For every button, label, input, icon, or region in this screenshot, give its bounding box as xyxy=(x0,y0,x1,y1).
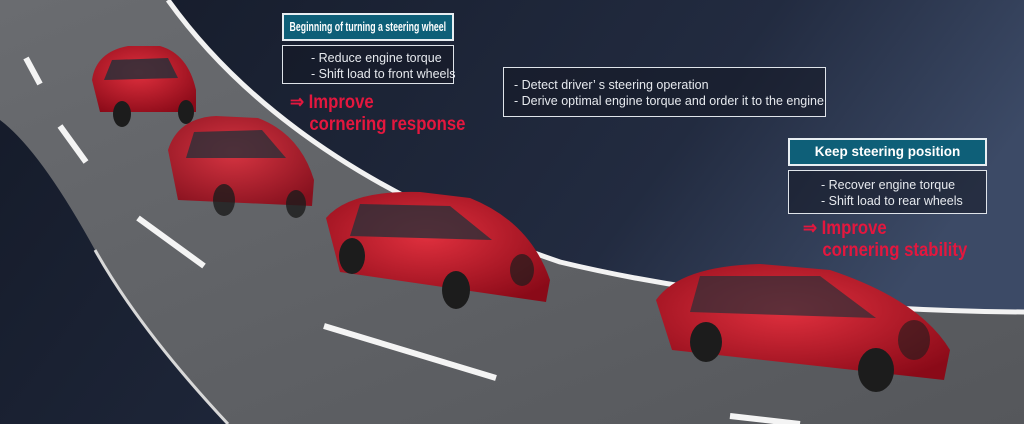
phase2-title-box: Keep steering position xyxy=(788,138,987,166)
phase2-action: - Recover engine torque xyxy=(821,178,956,192)
phase1-action: - Shift load to front wheels xyxy=(311,67,456,81)
road-edge-line-left xyxy=(93,249,230,424)
phase2-action: - Shift load to rear wheels xyxy=(821,194,963,208)
control-action: - Derive optimal engine torque and order… xyxy=(514,94,824,108)
arrow-icon: ⇒ xyxy=(803,218,818,239)
phase1-title-box: Beginning of turning a steering wheel xyxy=(282,13,454,41)
arrow-icon: ⇒ xyxy=(290,92,305,113)
lane-dashes xyxy=(23,56,801,424)
phase1-actions: - Reduce engine torque - Shift load to f… xyxy=(282,45,456,84)
phase2-result: ⇒ Improve cornering stability xyxy=(803,218,967,262)
control-action: - Detect driver’ s steering operation xyxy=(514,78,709,92)
result-line1: Improve xyxy=(821,218,887,239)
phase2-actions: - Recover engine torque - Shift load to … xyxy=(788,170,987,214)
phase1-title: Beginning of turning a steering wheel xyxy=(289,20,447,34)
result-line1: Improve xyxy=(308,92,374,113)
result-line2: cornering stability xyxy=(822,240,968,261)
control-actions: - Detect driver’ s steering operation - … xyxy=(503,67,826,117)
result-line2: cornering response xyxy=(309,114,466,135)
phase2-title: Keep steering position xyxy=(814,144,961,159)
car-3 xyxy=(326,191,550,309)
phase1-action: - Reduce engine torque xyxy=(311,51,442,65)
car-4 xyxy=(656,264,950,392)
car-1 xyxy=(92,46,196,127)
phase1-result: ⇒ Improve cornering response xyxy=(290,92,465,136)
car-2 xyxy=(168,116,314,218)
